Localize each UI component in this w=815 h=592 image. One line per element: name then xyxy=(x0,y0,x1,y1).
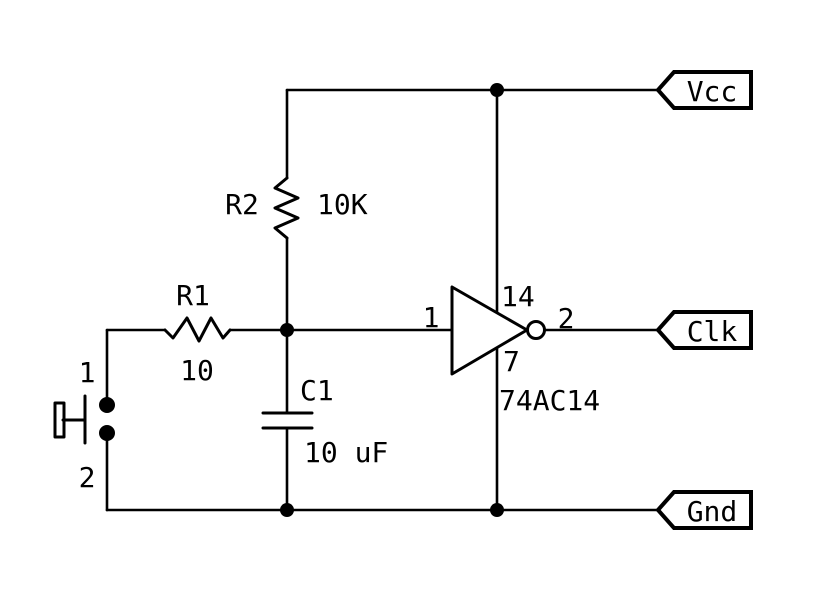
switch-pin2-label: 2 xyxy=(79,461,96,494)
capacitor-c1: C1 10 uF xyxy=(261,374,388,469)
switch-pin1-label: 1 xyxy=(79,356,96,389)
junction-dot xyxy=(280,323,294,337)
junction-dot xyxy=(490,83,504,97)
inverter-triangle xyxy=(450,285,529,376)
gnd-flag-shape xyxy=(655,490,753,530)
clk-flag-label: Clk xyxy=(687,315,738,348)
gate-output-pin-label: 2 xyxy=(558,302,575,335)
gate-input-pin-label: 1 xyxy=(423,301,440,334)
wires xyxy=(105,88,660,512)
c1-value: 10 uF xyxy=(304,436,388,469)
resistor-r1: R1 10 xyxy=(163,279,232,387)
clk-flag-shape xyxy=(655,310,753,350)
r2-reference: R2 xyxy=(225,188,259,221)
vcc-flag-label: Vcc xyxy=(687,75,738,108)
r1-reference: R1 xyxy=(176,279,210,312)
gate-ground-pin-label: 7 xyxy=(503,345,520,378)
vcc-flag: Vcc xyxy=(655,70,753,110)
switch-contact-bottom xyxy=(99,425,115,441)
pushbutton-switch: 1 2 xyxy=(53,356,115,494)
clk-flag: Clk xyxy=(655,310,753,350)
c1-reference: C1 xyxy=(300,374,334,407)
gnd-flag: Gnd xyxy=(655,490,753,530)
resistor-zigzag xyxy=(163,316,232,343)
vcc-flag-shape xyxy=(655,70,753,110)
gate-power-pin-label: 14 xyxy=(501,280,535,313)
resistor-zigzag xyxy=(273,176,300,240)
inverter-bubble xyxy=(526,320,546,340)
r2-value: 10K xyxy=(317,188,368,221)
junction-dot xyxy=(280,503,294,517)
junction-dots xyxy=(280,83,504,517)
gnd-flag-label: Gnd xyxy=(687,495,738,528)
switch-contact-top xyxy=(99,397,115,413)
inverter-gate: 1 2 14 7 74AC14 xyxy=(423,280,601,417)
junction-dot xyxy=(490,503,504,517)
resistor-r2: R2 10K xyxy=(225,176,368,240)
gate-part-number: 74AC14 xyxy=(499,384,600,417)
switch-button-cap xyxy=(53,401,66,439)
r1-value: 10 xyxy=(180,354,214,387)
